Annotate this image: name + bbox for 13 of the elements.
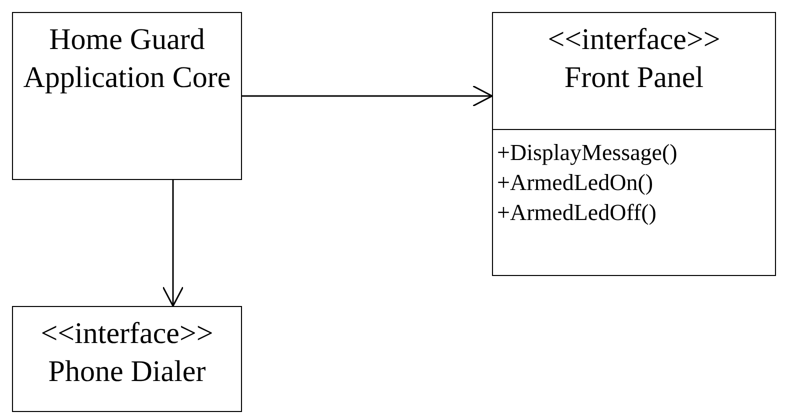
arrow	[242, 85, 493, 107]
class-name: Front Panel	[563, 60, 705, 96]
class-name: Home Guard Application Core	[22, 22, 232, 96]
class-name: <<interface>>	[40, 316, 214, 352]
component-box	[12, 12, 242, 180]
method-text: +ArmedLedOff()	[497, 199, 656, 227]
class-name: Phone Dialer	[47, 354, 207, 390]
method-text: +DisplayMessage()	[497, 139, 678, 167]
method-text: +ArmedLedOn()	[497, 169, 654, 197]
arrow	[162, 180, 184, 307]
class-box	[492, 12, 776, 276]
class-name: <<interface>>	[546, 22, 722, 58]
component-box	[12, 306, 242, 412]
